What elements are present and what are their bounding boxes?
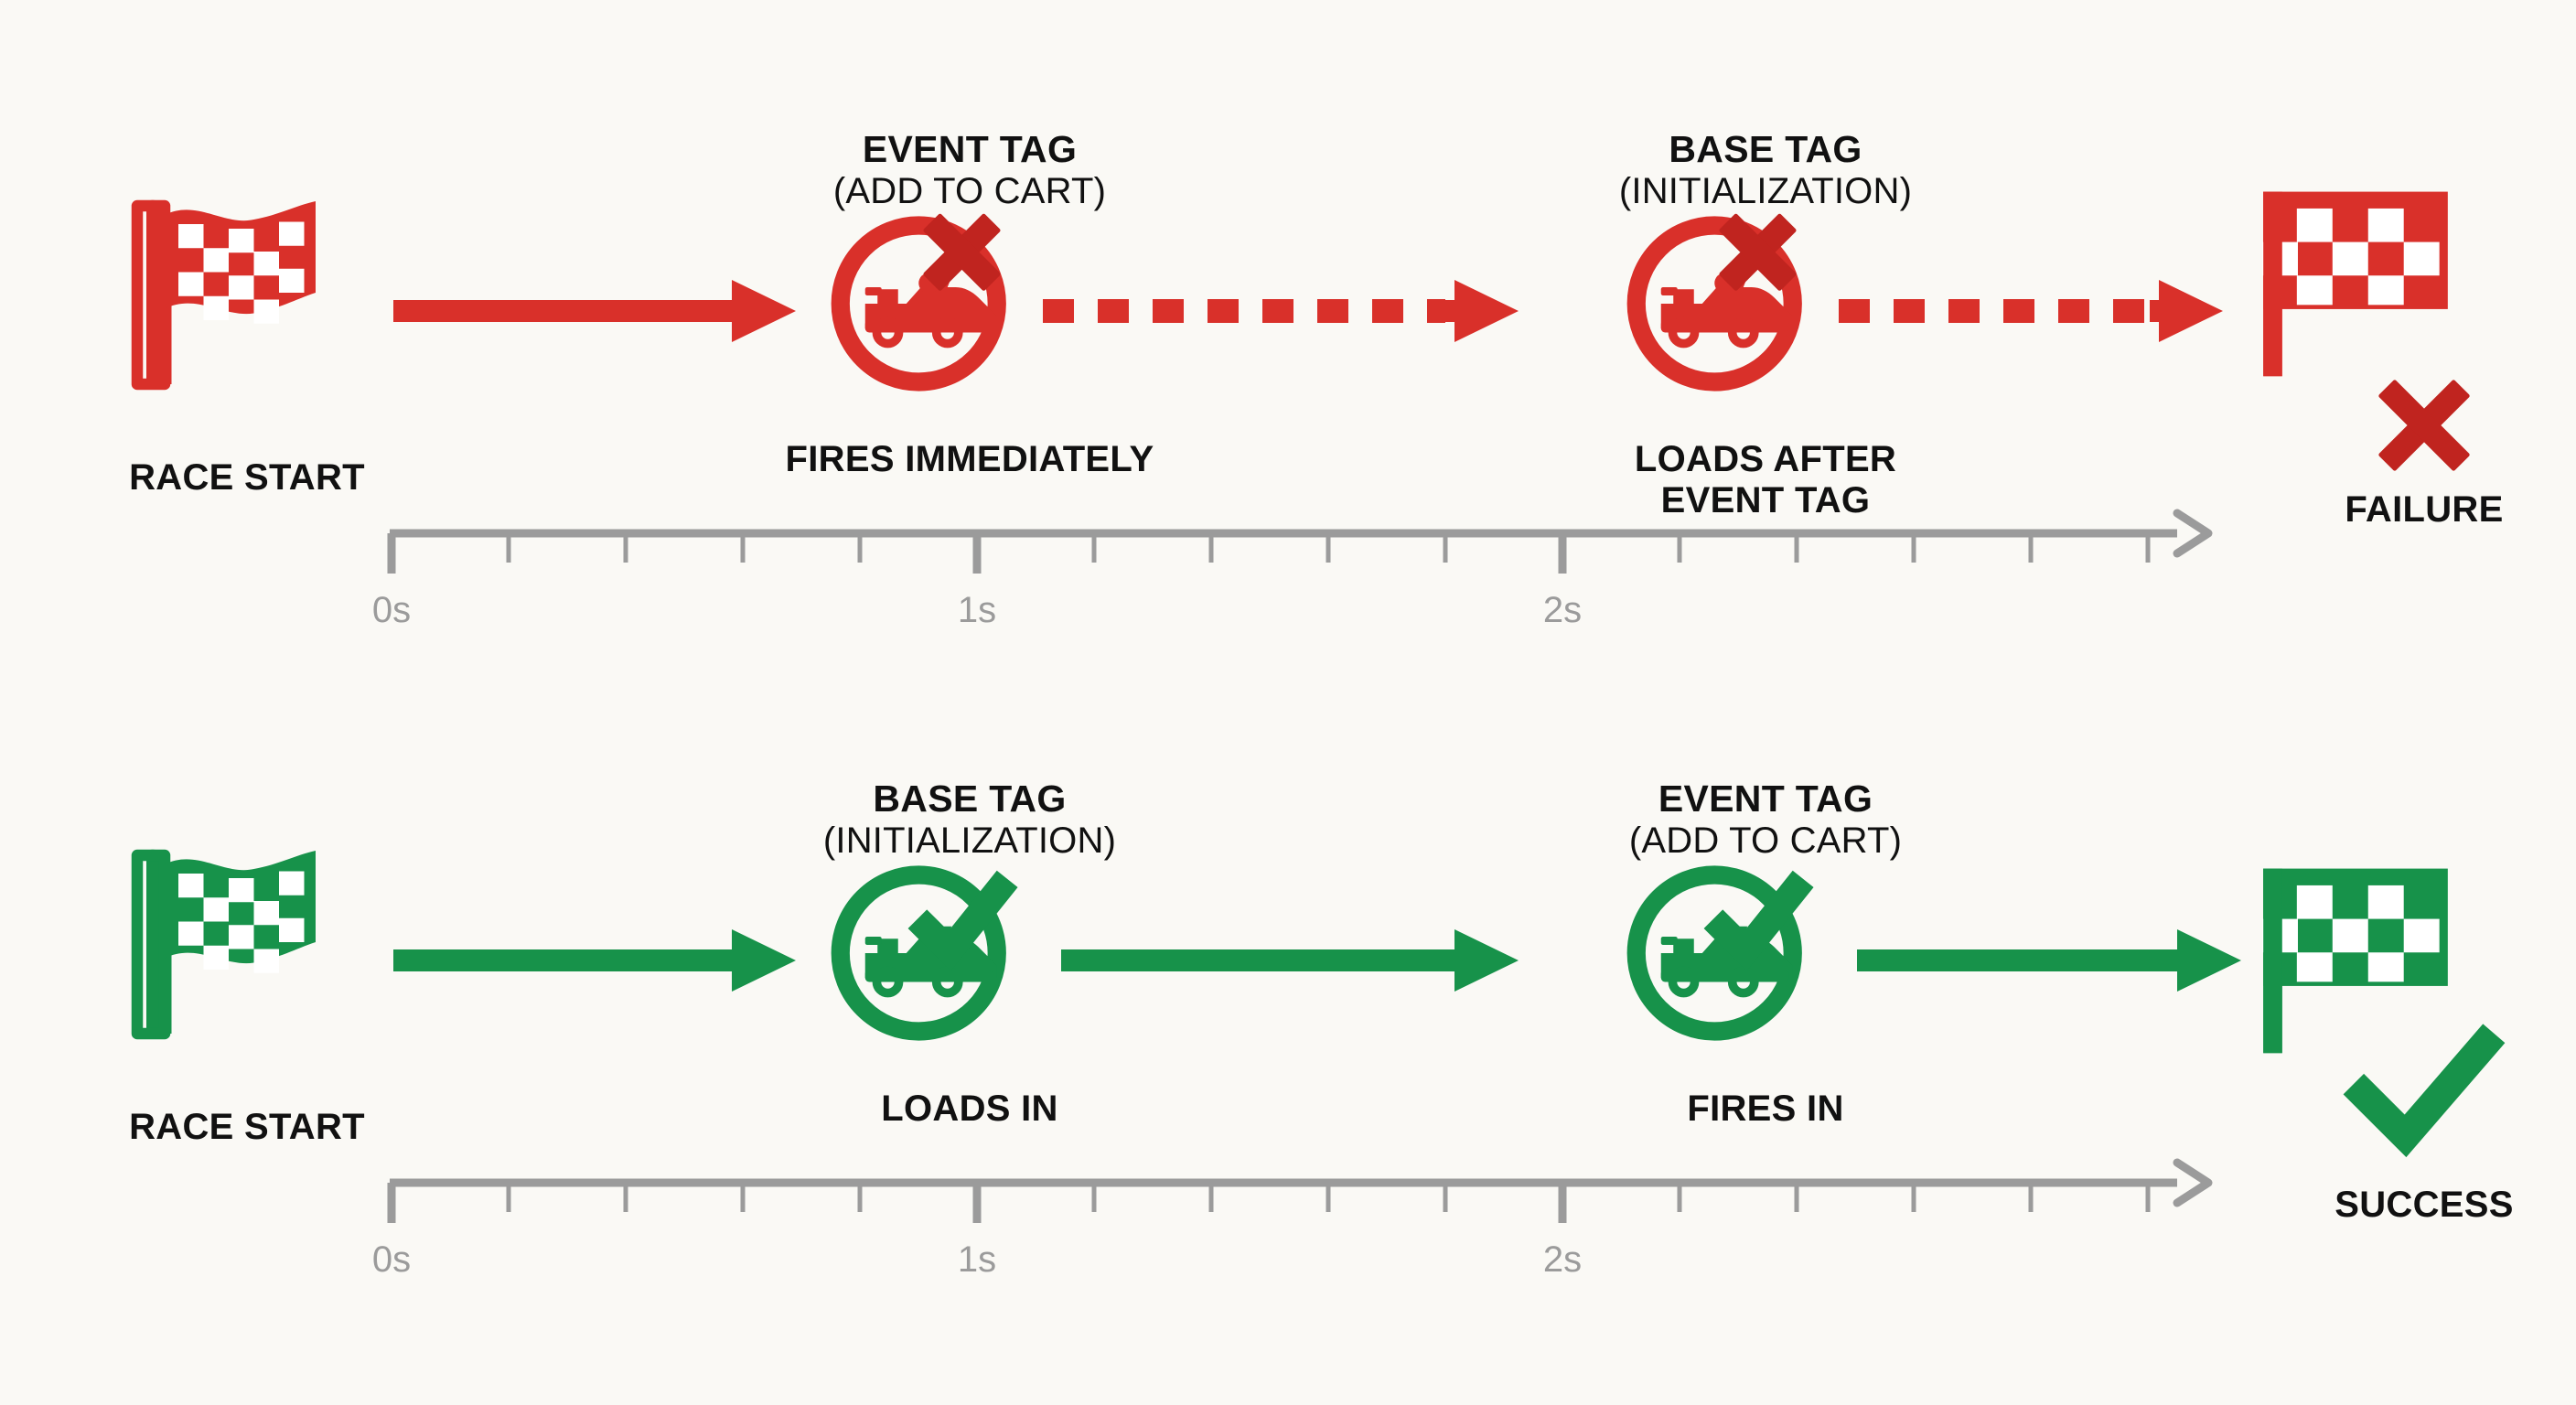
node-title-text: EVENT TAG [862, 127, 1078, 170]
check-overlay-icon [1703, 870, 1814, 971]
check-mark-icon [2343, 1024, 2506, 1158]
node-status-r2n1: LOADS IN [881, 1089, 1058, 1129]
axis-label-2s-success: 2s [1542, 1239, 1583, 1280]
node-title-text: EVENT TAG [1658, 777, 1873, 820]
check-overlay-icon [907, 870, 1018, 971]
node-title-r1n1: EVENT TAG (ADD TO CART) [759, 87, 1180, 254]
node-title-r2n2: EVENT TAG (ADD TO CART) [1555, 736, 1976, 904]
node-status-r1n2: LOADS AFTER EVENT TAG [1634, 439, 1897, 520]
connector-solid-arrow-green-2 [1061, 929, 1519, 992]
outcome-label-failure: FAILURE [2345, 489, 2504, 530]
node-status-r1n1: FIRES IMMEDIATELY [785, 439, 1154, 479]
connector-solid-arrow-green-1 [393, 929, 796, 992]
axis-label-0s-success: 0s [371, 1239, 412, 1280]
race-car-glyph [1660, 273, 1793, 349]
node-subtitle-text: (ADD TO CART) [1628, 820, 1903, 861]
race-start-label-failure: RACE START [129, 457, 365, 498]
node-title-r1n2: BASE TAG (INITIALIZATION) [1555, 87, 1976, 254]
x-overlay-icon [1719, 213, 1797, 291]
axis-label-1s-failure: 1s [957, 590, 997, 630]
connector-dashed-arrow-red-2 [1839, 280, 2223, 342]
race-car-badge-x-icon [1626, 213, 1802, 391]
node-status-r2n2: FIRES IN [1687, 1089, 1844, 1129]
timeline-axis-success [387, 1158, 2213, 1223]
node-title-text: BASE TAG [873, 777, 1067, 820]
x-mark-icon [2378, 380, 2470, 471]
node-subtitle-text: (ADD TO CART) [832, 170, 1107, 211]
connector-dashed-arrow-red-1 [1043, 280, 1519, 342]
axis-label-2s-failure: 2s [1542, 590, 1583, 630]
node-title-text: BASE TAG [1669, 127, 1862, 170]
race-car-badge-x-icon [831, 213, 1006, 391]
axis-label-1s-success: 1s [957, 1239, 997, 1280]
checkered-waving-flag-icon [131, 199, 316, 391]
race-car-badge-check-icon [831, 865, 1018, 1041]
connector-solid-arrow-red-1 [393, 280, 796, 342]
axis-label-0s-failure: 0s [371, 590, 412, 630]
checkered-finish-flag-icon [2262, 868, 2448, 1054]
connector-solid-arrow-green-3 [1857, 929, 2241, 992]
node-subtitle-text: (INITIALIZATION) [1618, 170, 1913, 211]
race-start-label-success: RACE START [129, 1107, 365, 1147]
checkered-finish-flag-icon [2262, 191, 2448, 377]
x-overlay-icon [923, 213, 1001, 291]
race-car-badge-check-icon [1626, 865, 1814, 1041]
node-title-r2n1: BASE TAG (INITIALIZATION) [759, 736, 1180, 904]
checkered-waving-flag-icon [131, 849, 316, 1040]
node-subtitle-text: (INITIALIZATION) [822, 820, 1117, 861]
timeline-axis-failure [387, 509, 2213, 574]
outcome-label-success: SUCCESS [2334, 1185, 2514, 1225]
